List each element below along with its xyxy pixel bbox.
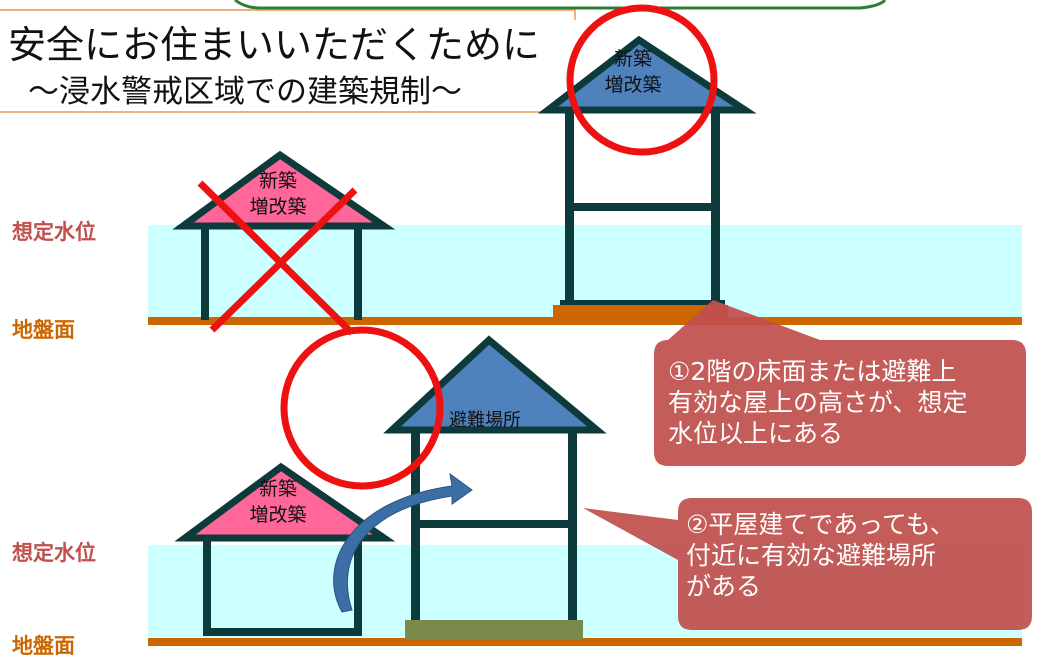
callout-1-line-2: 有効な屋上の高さが、想定 (668, 388, 968, 417)
circle-mark-top-right (566, 4, 718, 156)
roof-label-line-2: 増改築 (249, 504, 307, 526)
house-top-right (537, 35, 757, 317)
callout-1-shape (654, 300, 1026, 466)
shelter-base (405, 620, 583, 640)
roof-label-bottom-left: 新築 増改築 (233, 476, 323, 528)
roof-label-line-2: 増改築 (604, 74, 662, 96)
ground-line-top (148, 317, 1022, 325)
ground-level-label-top: 地盤面 (12, 318, 75, 342)
roof-label-line-2: 増改築 (249, 196, 307, 218)
roof-label-top-left: 新築 増改築 (233, 168, 323, 220)
callout-1-line-3: 水位以上にある (668, 419, 844, 448)
callout-1: ①2階の床面または避難上 有効な屋上の高さが、想定 水位以上にある (668, 356, 968, 449)
house-bottom-left (174, 462, 396, 636)
evacuation-arrow (333, 472, 473, 613)
callout-2-line-3: がある (686, 572, 762, 601)
roof-label-line-1: 新築 (258, 170, 297, 192)
title-frame (0, 9, 576, 20)
roof-label-shelter: 避難場所 (449, 410, 521, 431)
callout-2-line-2: 付近に有効な避難場所 (686, 541, 937, 570)
cross-mark (197, 180, 358, 336)
water-level-label-top: 想定水位 (12, 220, 96, 244)
title-line-1: 安全にお住まいいただくために (8, 23, 541, 67)
callout-2-line-1: ②平屋建てであっても、 (686, 510, 955, 539)
top-banner-edge (234, 0, 887, 10)
roof-label-line-1: 新築 (613, 48, 652, 70)
callout-2-shape (583, 498, 1032, 630)
ground-level-label-bottom: 地盤面 (12, 634, 75, 658)
title-line-2: ～浸水警戒区域での建築規制～ (28, 74, 462, 110)
roof-label-top-right: 新築 増改築 (588, 46, 678, 98)
water-level-label-bottom: 想定水位 (12, 541, 96, 565)
callout-1-line-1: ①2階の床面または避難上 (668, 357, 957, 386)
callout-2: ②平屋建てであっても、 付近に有効な避難場所 がある (686, 509, 955, 602)
ground-line-bottom (148, 638, 1022, 646)
circle-mark-bottom (280, 326, 444, 490)
roof-label-line-1: 新築 (258, 478, 297, 500)
